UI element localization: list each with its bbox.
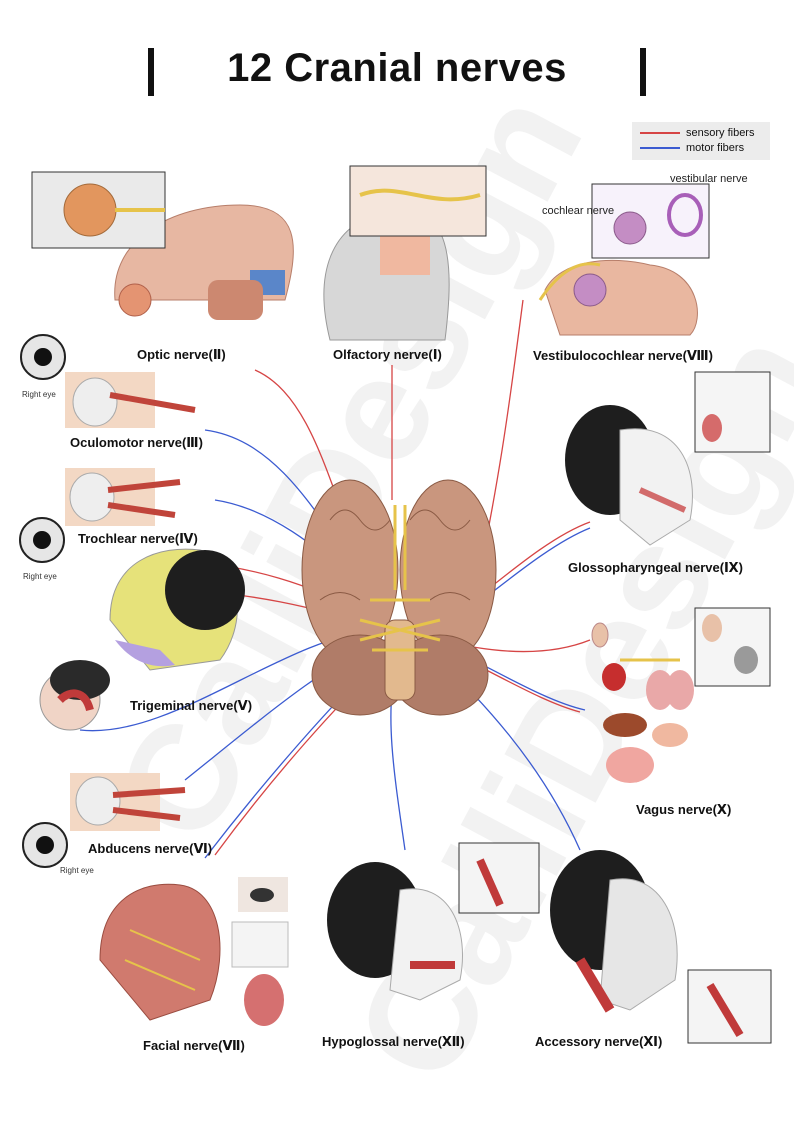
facial-illustration xyxy=(99,877,289,1026)
olfactory-illustration xyxy=(323,165,487,341)
vestibulocochlear-illustration xyxy=(538,183,710,336)
legend-sensory-label: sensory fibers xyxy=(686,127,755,139)
trigeminal-illustration xyxy=(39,548,245,731)
label-trochlear-nerve: Trochlear nerve(Ⅳ) xyxy=(78,531,198,546)
hypoglossal-illustration xyxy=(327,842,540,1001)
legend-sensory-swatch xyxy=(640,132,680,134)
vagus-illustration xyxy=(591,607,771,783)
label-abducens-nerve: Abducens nerve(Ⅵ) xyxy=(88,841,213,856)
note-right-eye: Right eye xyxy=(23,572,57,581)
legend-motor-label: motor fibers xyxy=(686,142,745,154)
optic-illustration xyxy=(31,171,294,320)
brain-inferior-view xyxy=(301,479,497,716)
label-trigeminal-nerve: Trigeminal nerve(Ⅴ) xyxy=(130,698,253,713)
legend-sensory: sensory fibers xyxy=(640,126,754,140)
label-vagus-nerve: Vagus nerve(Ⅹ) xyxy=(636,802,732,817)
label-optic-nerve: Optic nerve(Ⅱ) xyxy=(137,347,226,362)
trochlear-illustration xyxy=(19,468,181,563)
title-bar-right xyxy=(640,48,646,96)
page-title: 12 Cranial nerves xyxy=(227,46,567,90)
legend: sensory fibers motor fibers xyxy=(632,122,770,160)
glossopharyngeal-illustration xyxy=(565,371,771,546)
accessory-illustration xyxy=(550,850,772,1044)
label-glossopharyngeal-nerve: Glossopharyngeal nerve(Ⅸ) xyxy=(568,560,743,575)
oculomotor-illustration xyxy=(20,334,196,428)
label-olfactory-nerve: Olfactory nerve(Ⅰ) xyxy=(333,347,442,362)
label-oculomotor-nerve: Oculomotor nerve(Ⅲ) xyxy=(70,435,203,450)
label-hypoglossal-nerve: Hypoglossal nerve(Ⅻ) xyxy=(322,1034,465,1049)
legend-motor-swatch xyxy=(640,147,680,149)
note-vestibular-nerve: vestibular nerve xyxy=(670,173,748,185)
note-right-eye: Right eye xyxy=(60,866,94,875)
label-accessory-nerve: Accessory nerve(Ⅺ) xyxy=(535,1034,663,1049)
label-facial-nerve: Facial nerve(Ⅶ) xyxy=(143,1038,245,1053)
note-right-eye: Right eye xyxy=(22,390,56,399)
abducens-illustration xyxy=(22,773,186,868)
note-cochlear-nerve: cochlear nerve xyxy=(542,205,615,217)
legend-motor: motor fibers xyxy=(640,141,744,155)
title-bar-left xyxy=(148,48,154,96)
label-vestibulocochlear-nerve: Vestibulocochlear nerve(Ⅷ) xyxy=(533,348,713,363)
